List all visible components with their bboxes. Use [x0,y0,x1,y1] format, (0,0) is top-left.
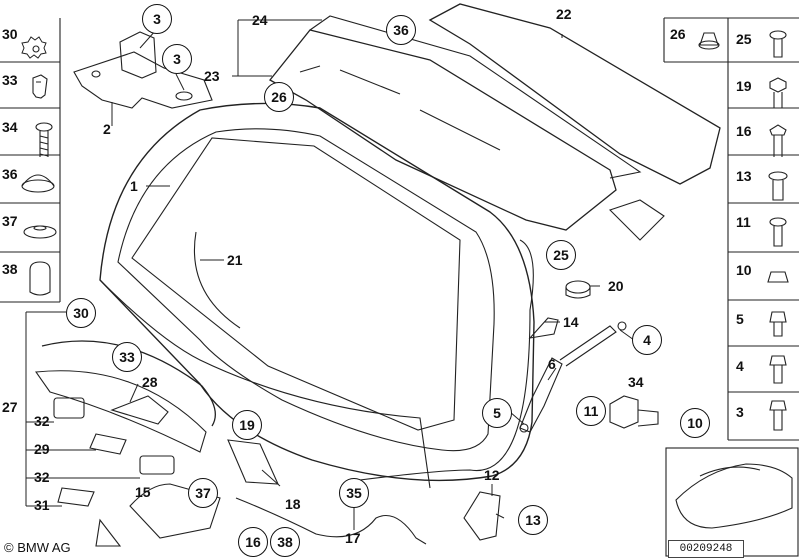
copyright-notice: © BMW AG [4,540,71,555]
right-cell-26: 26 [670,26,686,42]
right-cell-10: 10 [736,262,752,278]
part-label-18: 18 [285,496,301,512]
left-cell-38: 38 [2,261,18,277]
part-label-27: 27 [2,399,18,415]
part-callout-11: 11 [576,396,606,426]
part-callout-26: 26 [264,82,294,112]
part-label-28: 28 [142,374,158,390]
right-cell-3: 3 [736,404,744,420]
part-label-32-upper: 32 [34,413,50,429]
inner-trim-illustration [269,15,642,231]
left-cell-34: 34 [2,119,18,135]
part-callout-3-hinge: 3 [162,44,192,74]
part-label-22: 22 [556,6,572,22]
part-callout-19: 19 [232,410,262,440]
right-cell-19: 19 [736,78,752,94]
part-label-6: 6 [548,356,556,372]
part-label-21: 21 [227,252,243,268]
part-callout-30: 30 [66,298,96,328]
part-label-24: 24 [252,12,268,28]
part-callout-33: 33 [112,342,142,372]
spoiler-illustration [428,3,721,241]
right-cell-5: 5 [736,311,744,327]
part-callout-10: 10 [680,408,710,438]
right-cell-11: 11 [736,214,751,230]
part-label-15: 15 [135,484,151,500]
part-label-32-lower: 32 [34,469,50,485]
part-callout-25: 25 [546,240,576,270]
left-cell-37: 37 [2,213,18,229]
hardware-icons-left [21,36,57,296]
part-label-14: 14 [563,314,579,330]
hardware-icons-right [698,30,789,431]
right-cell-16: 16 [736,123,752,139]
image-number: 00209248 [668,540,744,558]
handle-assembly-illustration [35,340,279,547]
part-label-35: 34 [628,374,644,390]
part-callout-16: 16 [238,527,268,557]
part-callout-5: 5 [482,398,512,428]
right-cell-4: 4 [736,358,744,374]
left-cell-30: 30 [2,26,18,42]
part-label-31: 31 [34,497,50,513]
part-label-23: 23 [204,68,220,84]
part-callout-3-top: 3 [142,4,172,34]
left-part-grid [0,18,61,303]
part-label-12: 12 [484,467,500,483]
part-callout-38: 38 [270,527,300,557]
part-callout-13: 13 [518,505,548,535]
left-cell-33: 33 [2,72,18,88]
part-callout-34: 35 [339,478,369,508]
bracket-illustration [463,491,501,541]
part-callout-4: 4 [632,325,662,355]
cable-illustration [235,497,427,545]
part-label-1: 1 [130,178,138,194]
leader-lines [25,19,635,530]
part-label-29: 29 [34,441,50,457]
left-cell-36: 36 [2,166,18,182]
tailgate-illustration [99,102,535,489]
right-part-grid [663,17,799,441]
hinge-illustration [73,31,213,109]
right-cell-13: 13 [736,168,752,184]
part-label-20: 20 [608,278,624,294]
part-label-17: 17 [345,530,361,546]
right-cell-25: 25 [736,31,752,47]
part-callout-36: 36 [386,15,416,45]
stop-buffer-illustration [528,280,659,429]
gas-strut-illustration [519,321,627,433]
part-callout-37: 37 [188,478,218,508]
part-label-2: 2 [103,121,111,137]
